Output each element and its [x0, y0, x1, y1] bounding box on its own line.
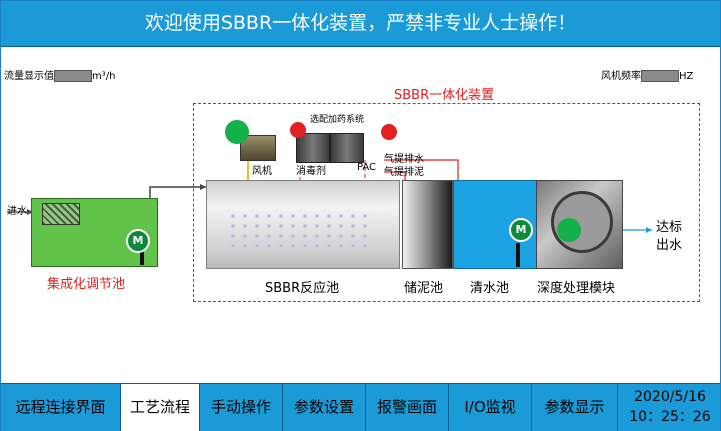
clear-water-pump-motor[interactable]: M — [509, 218, 533, 242]
clear-tank-label: 清水池 — [470, 281, 510, 296]
regulating-to-sbbr-arrow — [200, 184, 206, 190]
flow-value-box[interactable] — [54, 70, 92, 82]
disinfectant-tank — [296, 133, 330, 163]
flow-unit: m³/h — [92, 71, 116, 82]
nav-parameter-settings[interactable]: 参数设置 — [283, 384, 366, 431]
page-title: 欢迎使用SBBR一体化装置，严禁非专业人士操作！ — [1, 1, 720, 47]
nav-remote-connection[interactable]: 远程连接界面 — [1, 384, 121, 431]
airlift-drain-label: 气提排水 — [384, 154, 424, 165]
grille-screen — [42, 203, 80, 225]
regulating-tank-label: 集成化调节池 — [47, 277, 126, 292]
fan-frequency-unit: HZ — [679, 71, 694, 82]
disinfectant-status-lamp — [290, 122, 306, 138]
sbbr-tank-label: SBBR反应池 — [265, 281, 340, 296]
time-display: 10：25：26 — [629, 409, 711, 425]
airlift-mud-label: 气提排泥 — [384, 167, 424, 178]
pac-tank — [330, 133, 364, 163]
dosing-system-label: 选配加药系统 — [310, 115, 365, 125]
clear-pump-pipe — [516, 243, 520, 267]
sbbr-reactor-tank — [206, 180, 400, 269]
sbbr-unit-title: SBBR一体化装置 — [394, 88, 495, 103]
pac-label: PAC — [357, 162, 377, 173]
fan-label: 风机 — [252, 166, 272, 177]
aeration-bubbles — [227, 211, 367, 247]
nav-alarm-screen[interactable]: 报警画面 — [366, 384, 449, 431]
flow-readout: 流量显示值 m³/h — [4, 67, 115, 82]
date-display: 2020/5/16 — [634, 389, 706, 405]
deep-module-label: 深度处理模块 — [537, 281, 616, 296]
fan-frequency-label: 风机频率 — [601, 71, 641, 82]
bottom-navigation: 远程连接界面 工艺流程 手动操作 参数设置 报警画面 I/O监视 参数显示 20… — [1, 383, 720, 431]
disinfectant-label: 消毒剂 — [296, 166, 326, 177]
pac-status-lamp — [381, 124, 397, 140]
fan-status-lamp — [225, 120, 249, 144]
regulating-pump-motor[interactable]: M — [126, 229, 150, 253]
regulating-to-sbbr-pipe — [149, 186, 206, 198]
filter-drum — [551, 191, 613, 253]
datetime-display: 2020/5/16 10：25：26 — [621, 387, 719, 427]
fan-frequency-readout: 风机频率 HZ — [601, 67, 693, 82]
mud-storage-tank — [402, 180, 453, 269]
inlet-label: 进水 — [7, 206, 27, 217]
inlet-arrow — [27, 209, 33, 215]
nav-parameter-display[interactable]: 参数显示 — [532, 384, 618, 431]
nav-io-monitor[interactable]: I/O监视 — [449, 384, 532, 431]
nav-process-flow[interactable]: 工艺流程 — [121, 384, 200, 431]
outlet-label-2: 出水 — [656, 238, 683, 253]
outlet-arrow — [646, 227, 652, 233]
outlet-label-1: 达标 — [656, 220, 683, 235]
nav-manual-operation[interactable]: 手动操作 — [200, 384, 283, 431]
fan-frequency-value-box[interactable] — [641, 70, 679, 82]
mud-tank-label: 储泥池 — [404, 281, 444, 296]
deep-module-status-lamp — [557, 218, 581, 242]
regulating-pump-pipe — [140, 247, 144, 265]
flow-label: 流量显示值 — [4, 71, 54, 82]
regulating-tank — [31, 198, 158, 267]
sbbr-unit-boundary — [193, 103, 700, 302]
